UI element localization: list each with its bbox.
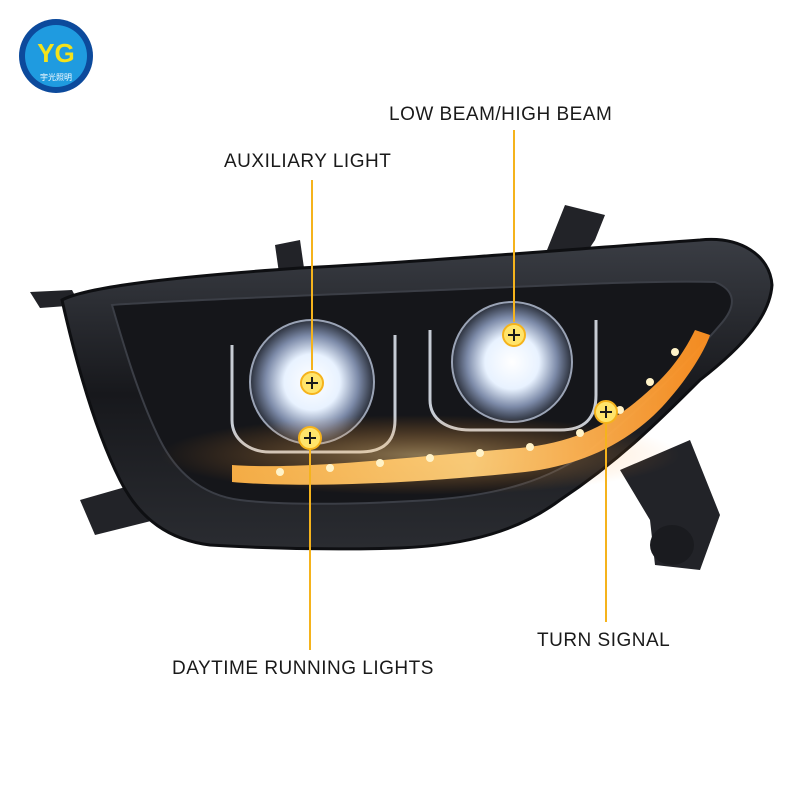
callout-lines: [309, 130, 607, 650]
callout-label-auxiliary-light: AUXILIARY LIGHT: [224, 151, 392, 172]
callout-label-low-high-beam: LOW BEAM/HIGH BEAM: [389, 104, 613, 125]
amber-light-strip: [160, 330, 710, 495]
plus-marker-icon: [594, 400, 618, 424]
logo-text: 宇光照明: [40, 72, 72, 82]
plus-marker-icon: [298, 426, 322, 450]
callout-label-turn-signal: TURN SIGNAL: [537, 630, 671, 651]
plus-marker-icon: [502, 323, 526, 347]
logo-letters: YG: [37, 38, 75, 68]
callout-markers: [298, 323, 618, 450]
plus-marker-icon: [300, 371, 324, 395]
brand-logo: YG 宇光照明: [19, 19, 93, 93]
callout-label-daytime-running-lights: DAYTIME RUNNING LIGHTS: [172, 658, 434, 679]
